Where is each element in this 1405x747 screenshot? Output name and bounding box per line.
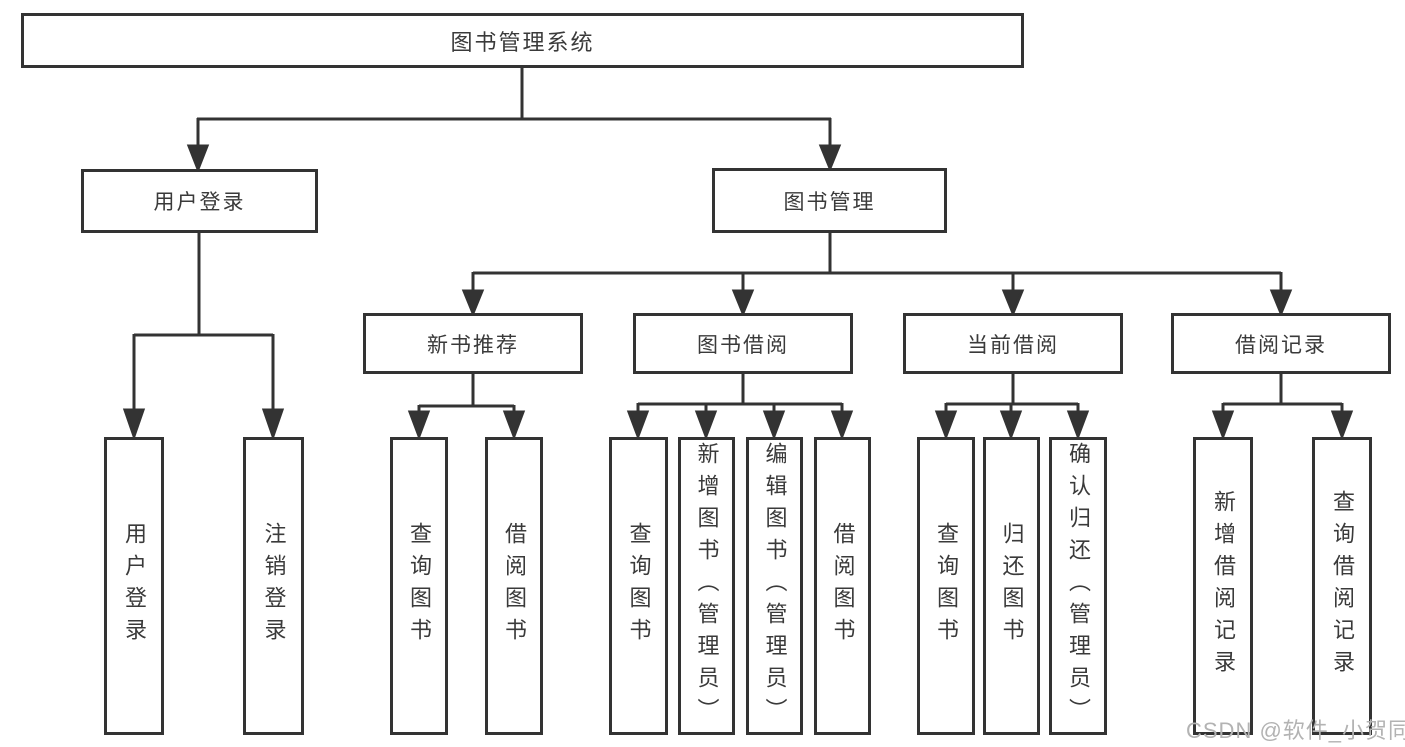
leaf-borrow-query-books: 查询图书	[609, 437, 668, 735]
connector-line	[1221, 372, 1344, 414]
leaf-logout: 注销登录	[243, 437, 304, 735]
node-borrow-records: 借阅记录	[1171, 313, 1391, 374]
arrow-down-icon	[1330, 410, 1354, 441]
connector-current-borrow-children	[934, 372, 1090, 441]
node-root-label: 图书管理系统	[450, 29, 595, 55]
node-current-borrow: 当前借阅	[903, 313, 1123, 374]
connector-borrow-records-children	[1211, 372, 1354, 441]
node-book-borrow: 图书借阅	[633, 313, 853, 374]
leaf-current-confirm-return-admin: 确认归还（管理员）	[1049, 437, 1107, 735]
arrow-down-icon	[1001, 289, 1025, 317]
leaf-newbook-borrow-books: 借阅图书	[485, 437, 543, 735]
leaf-records-query-record: 查询借阅记录	[1312, 437, 1372, 735]
node-new-book-recommend: 新书推荐	[363, 313, 583, 374]
arrow-down-icon	[731, 289, 755, 317]
leaf-newbook-borrow-books-label: 借阅图书	[502, 522, 527, 650]
leaf-current-query-books: 查询图书	[917, 437, 975, 735]
arrow-down-icon	[626, 410, 650, 441]
arrow-down-icon	[762, 410, 786, 441]
connector-line	[132, 231, 275, 411]
connector-line	[196, 66, 832, 148]
leaf-newbook-query-books: 查询图书	[390, 437, 448, 735]
arrow-down-icon	[694, 410, 718, 441]
node-book-management-label: 图书管理	[783, 190, 876, 214]
node-new-book-recommend-label: 新书推荐	[427, 333, 519, 357]
node-borrow-records-label: 借阅记录	[1235, 333, 1327, 357]
leaf-borrow-add-books-admin-label: 新增图书（管理员）	[694, 442, 720, 730]
connector-book-borrow-children	[626, 372, 854, 441]
arrow-down-icon	[999, 410, 1023, 441]
watermark: CSDN @软件_小贺同学	[1186, 718, 1405, 743]
arrow-down-icon	[407, 410, 431, 441]
node-root: 图书管理系统	[21, 13, 1024, 68]
leaf-logout-label: 注销登录	[261, 522, 287, 650]
arrow-down-icon	[934, 410, 958, 441]
arrow-down-icon	[1066, 410, 1090, 441]
leaf-current-query-books-label: 查询图书	[934, 522, 959, 650]
arrow-down-icon	[186, 144, 210, 174]
leaf-borrow-borrow-books: 借阅图书	[814, 437, 871, 735]
arrow-down-icon	[1211, 410, 1235, 441]
connector-root-to-level2	[186, 66, 842, 174]
leaf-records-query-record-label: 查询借阅记录	[1330, 490, 1355, 682]
node-book-management: 图书管理	[712, 168, 947, 233]
arrow-down-icon	[830, 410, 854, 441]
leaf-user-login-label: 用户登录	[122, 522, 147, 650]
leaf-borrow-edit-books-admin: 编辑图书（管理员）	[746, 437, 803, 735]
arrow-down-icon	[818, 144, 842, 172]
arrow-down-icon	[461, 289, 485, 317]
leaf-records-add-record-label: 新增借阅记录	[1211, 490, 1236, 682]
connector-book-management-children	[461, 231, 1293, 317]
leaf-borrow-borrow-books-label: 借阅图书	[830, 522, 856, 650]
connector-user-login-children	[122, 231, 285, 441]
connector-line	[471, 231, 1283, 293]
arrow-down-icon	[261, 408, 285, 441]
arrow-down-icon	[1269, 289, 1293, 317]
leaf-current-confirm-return-admin-label: 确认归还（管理员）	[1066, 442, 1091, 730]
node-user-login-label: 用户登录	[153, 191, 246, 214]
leaf-user-login: 用户登录	[104, 437, 164, 735]
leaf-records-add-record: 新增借阅记录	[1193, 437, 1253, 735]
arrow-down-icon	[502, 410, 526, 441]
arrow-down-icon	[122, 408, 146, 441]
leaf-borrow-add-books-admin: 新增图书（管理员）	[678, 437, 735, 735]
node-user-login: 用户登录	[81, 169, 318, 233]
node-current-borrow-label: 当前借阅	[967, 333, 1059, 357]
leaf-current-return-books-label: 归还图书	[999, 522, 1025, 650]
leaf-newbook-query-books-label: 查询图书	[407, 522, 432, 650]
connector-new-book-recommend-children	[407, 372, 526, 441]
leaf-current-return-books: 归还图书	[983, 437, 1040, 735]
connector-line	[417, 372, 516, 414]
connector-line	[944, 372, 1080, 414]
node-book-borrow-label: 图书借阅	[697, 333, 789, 357]
leaf-borrow-query-books-label: 查询图书	[626, 522, 652, 650]
leaf-borrow-edit-books-admin-label: 编辑图书（管理员）	[762, 442, 788, 730]
connector-line	[636, 372, 844, 414]
